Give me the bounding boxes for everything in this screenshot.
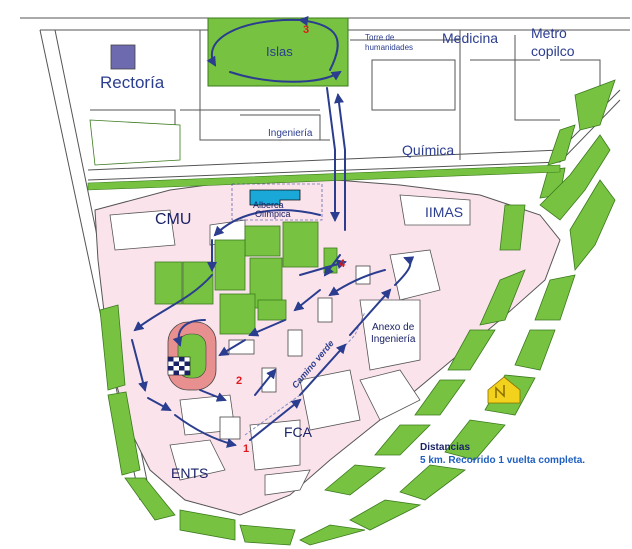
label-torre: Torre de humanidades bbox=[365, 33, 413, 52]
label-anexo: Anexo de bbox=[372, 322, 415, 333]
label-fca: FCA bbox=[284, 424, 313, 440]
label-olimpica: Olímpica bbox=[255, 209, 291, 219]
label-quimica: Química bbox=[402, 142, 454, 158]
small-buildings bbox=[219, 265, 371, 440]
label-metro: Metro bbox=[531, 25, 567, 41]
alberca-pool bbox=[231, 183, 323, 221]
north-arrow-icon bbox=[487, 376, 521, 404]
legend-title: Distancias bbox=[420, 442, 471, 453]
label-iimas: IIMAS bbox=[425, 204, 463, 220]
rectoria-square bbox=[110, 44, 136, 70]
legend-text: 5 km. Recorrido 1 vuelta completa. bbox=[420, 455, 586, 466]
green-belt-right bbox=[179, 79, 616, 546]
campus-buildings bbox=[109, 194, 471, 496]
marker-2: 2 bbox=[236, 375, 242, 387]
svg-text:humanidades: humanidades bbox=[365, 43, 413, 52]
route-path bbox=[131, 16, 415, 448]
label-anexo-ing: Ingeniería bbox=[371, 334, 416, 345]
marker-1: 1 bbox=[243, 443, 249, 455]
label-rectoria: Rectoría bbox=[100, 73, 165, 92]
islas-field bbox=[207, 17, 349, 87]
running-track bbox=[167, 321, 217, 391]
marker-4: 4 bbox=[339, 258, 346, 270]
label-alberca: Alberca bbox=[253, 200, 284, 210]
label-ents: ENTS bbox=[171, 465, 208, 481]
marker-3: 3 bbox=[303, 24, 309, 36]
green-belt-left bbox=[89, 119, 181, 521]
green-band-north bbox=[87, 164, 561, 191]
label-ingenieria: Ingeniería bbox=[268, 128, 313, 139]
label-copilco: copilco bbox=[531, 43, 575, 59]
legend: Distancias 5 km. Recorrido 1 vuelta comp… bbox=[420, 441, 585, 467]
label-cmu: CMU bbox=[155, 211, 191, 228]
flag-icon bbox=[167, 356, 191, 376]
svg-text:Torre de: Torre de bbox=[365, 33, 395, 42]
label-medicina: Medicina bbox=[442, 30, 498, 46]
label-islas: Islas bbox=[266, 44, 293, 59]
